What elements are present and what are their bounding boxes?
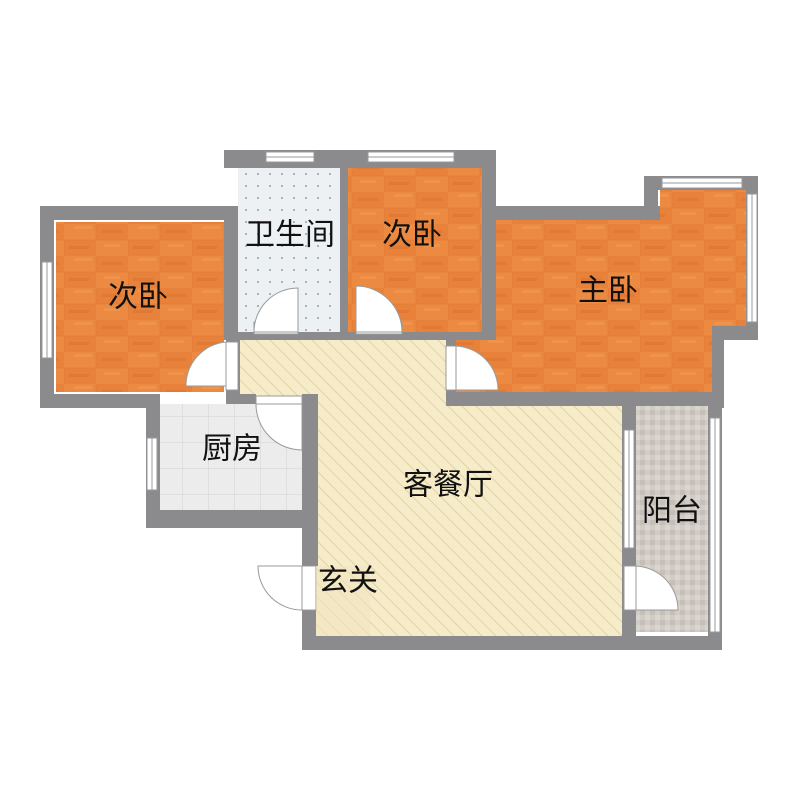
label-master-bedroom: 主卧: [578, 274, 638, 309]
door-swing-arc: [185, 341, 227, 387]
window-master-top: [661, 177, 743, 189]
wall: [224, 150, 496, 168]
wall: [224, 332, 496, 340]
wall: [224, 206, 238, 340]
door-leaf: [225, 341, 239, 391]
label-living-dining: 客餐厅: [403, 468, 493, 503]
door-swing-arc: [355, 285, 403, 333]
room-labels: 次卧 卫生间 次卧 主卧 厨房 客餐厅 阳台 玄关: [108, 218, 702, 599]
door-leaf: [623, 565, 637, 611]
wall: [496, 206, 660, 220]
window-balcony-right: [709, 417, 721, 633]
window-master-right: [746, 193, 758, 323]
door-swing-arc: [257, 565, 303, 611]
wall: [712, 326, 724, 408]
entrance-floor: [316, 566, 370, 636]
door-leaf: [445, 345, 457, 391]
label-bedroom-left: 次卧: [108, 280, 168, 315]
floor-master-bedroom: [456, 190, 746, 392]
wall: [40, 394, 150, 408]
window-kitchen: [146, 437, 158, 491]
wall: [146, 510, 316, 528]
window-left-bedroom: [41, 261, 53, 359]
window-bathroom: [265, 151, 315, 163]
wall: [302, 636, 722, 650]
floors: [56, 168, 746, 636]
window-living-balcony: [623, 429, 635, 549]
door-swing-arc: [253, 287, 299, 333]
label-entrance: 玄关: [318, 564, 378, 599]
label-balcony: 阳台: [642, 494, 702, 529]
floor-living-dining: [240, 340, 622, 636]
window-middle-bedroom: [367, 151, 455, 163]
label-bathroom: 卫生间: [245, 218, 335, 253]
doors: [185, 285, 679, 611]
wall: [40, 206, 226, 220]
windows: [41, 151, 758, 633]
label-kitchen: 厨房: [202, 432, 262, 467]
wall: [302, 394, 318, 566]
wall: [226, 394, 256, 404]
door-swing-arc: [455, 345, 499, 391]
door-leaf: [301, 565, 317, 611]
wall: [482, 150, 496, 336]
label-bedroom-middle: 次卧: [382, 218, 442, 253]
wall: [340, 150, 348, 336]
door-swing-arc: [255, 403, 303, 451]
wall: [446, 392, 724, 406]
door-swing-arc: [635, 565, 679, 611]
